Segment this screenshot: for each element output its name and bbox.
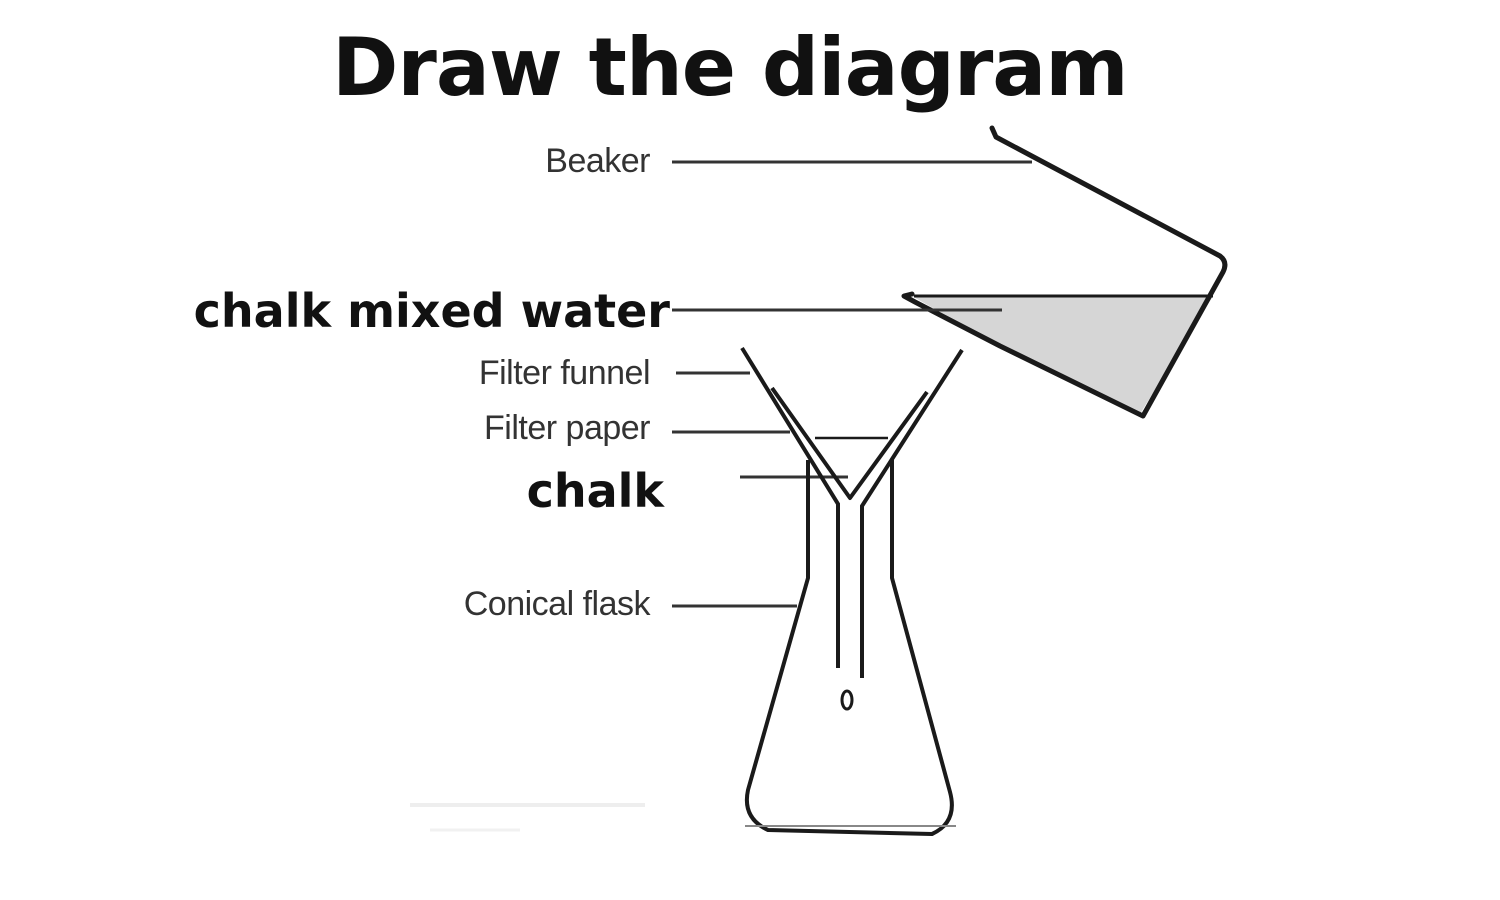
label-filter-paper: Filter paper bbox=[484, 409, 650, 447]
beaker-liquid bbox=[912, 296, 1213, 414]
funnel-right-wall bbox=[860, 348, 964, 678]
label-chalk: chalk bbox=[526, 464, 664, 518]
filtrate-droplet bbox=[840, 689, 854, 711]
conical-flask-outline bbox=[745, 460, 954, 836]
label-conical-flask: Conical flask bbox=[463, 585, 651, 623]
label-chalk-mixed-water: chalk mixed water bbox=[193, 284, 670, 338]
funnel-left-wall bbox=[740, 346, 840, 668]
page-title: Draw the diagram bbox=[332, 21, 1129, 114]
label-beaker: Beaker bbox=[545, 142, 650, 180]
filter-paper-cone bbox=[770, 386, 929, 500]
label-filter-funnel: Filter funnel bbox=[478, 354, 651, 392]
beaker-outline bbox=[901, 125, 1228, 419]
